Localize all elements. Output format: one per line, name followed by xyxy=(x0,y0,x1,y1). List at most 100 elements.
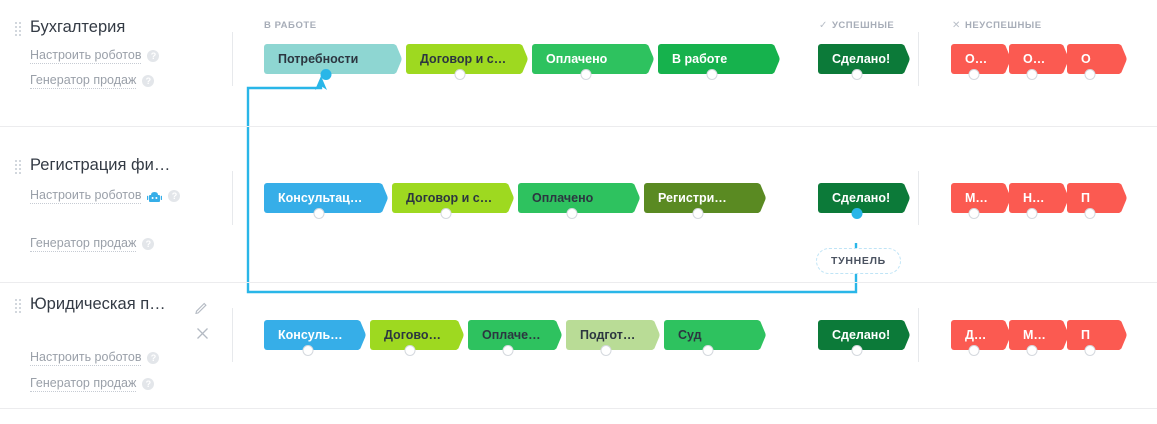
stage-in-work[interactable]: Договор и с… xyxy=(392,183,514,219)
stage-node-dot[interactable] xyxy=(580,69,592,80)
configure-robots-link[interactable]: Настроить роботов? xyxy=(30,188,181,204)
help-icon[interactable]: ? xyxy=(147,352,160,364)
stage-in-work[interactable]: Суд xyxy=(664,320,766,356)
stage-node-dot[interactable] xyxy=(1026,208,1038,219)
stage-arrow xyxy=(646,320,660,350)
sales-generator-label: Генератор продаж xyxy=(30,73,137,89)
sales-generator-link[interactable]: Генератор продаж? xyxy=(30,73,155,89)
stage-node-dot[interactable] xyxy=(566,208,578,219)
edit-pencil-icon[interactable] xyxy=(195,300,209,315)
stage-in-work[interactable]: Договор и с… xyxy=(406,44,528,80)
stage-label: П xyxy=(1081,328,1090,342)
stage-fail[interactable]: О… xyxy=(951,44,1011,80)
help-icon[interactable]: ? xyxy=(142,75,155,87)
stage-node-dot[interactable] xyxy=(404,345,416,356)
stage-label: Д… xyxy=(965,328,987,342)
stage-node-dot[interactable] xyxy=(968,208,980,219)
stage-arrow xyxy=(1055,320,1069,350)
stage-success[interactable]: Сделано! xyxy=(818,44,910,80)
stage-in-work[interactable]: Консуль… xyxy=(264,320,366,356)
stage-fail[interactable]: М… xyxy=(1009,320,1069,356)
stage-fail[interactable]: Н… xyxy=(1009,183,1069,219)
stage-node-dot[interactable] xyxy=(851,208,863,219)
sales-generator-link[interactable]: Генератор продаж? xyxy=(30,236,155,252)
stage-node-dot[interactable] xyxy=(968,69,980,80)
stage-node-dot[interactable] xyxy=(692,208,704,219)
stage-in-work[interactable]: Регистри… xyxy=(644,183,766,219)
row-title[interactable]: Юридическая п… xyxy=(30,295,166,313)
stage-node-dot[interactable] xyxy=(706,69,718,80)
configure-robots-label: Настроить роботов xyxy=(30,350,142,366)
close-icon[interactable] xyxy=(196,327,209,340)
stage-node-dot[interactable] xyxy=(851,69,863,80)
stage-node-dot[interactable] xyxy=(851,345,863,356)
drag-handle-icon[interactable] xyxy=(15,160,22,174)
stage-node-dot[interactable] xyxy=(1084,208,1096,219)
stage-arrow xyxy=(626,183,640,213)
check-icon: ✓ xyxy=(819,20,828,31)
help-icon[interactable]: ? xyxy=(168,190,181,202)
stage-label: Консультац… xyxy=(278,191,363,205)
configure-robots-link[interactable]: Настроить роботов? xyxy=(30,48,160,64)
stage-node-dot[interactable] xyxy=(1026,69,1038,80)
stage-label: О… xyxy=(965,52,988,66)
stage-in-work[interactable]: Оплачено xyxy=(532,44,654,80)
stage-label: М… xyxy=(965,191,988,205)
stage-node-dot[interactable] xyxy=(600,345,612,356)
sales-generator-link[interactable]: Генератор продаж? xyxy=(30,376,155,392)
stage-arrow xyxy=(500,183,514,213)
help-icon[interactable]: ? xyxy=(147,50,160,62)
stage-in-work[interactable]: Оплачено xyxy=(518,183,640,219)
configure-robots-label: Настроить роботов xyxy=(30,188,142,204)
stage-fail[interactable]: О… xyxy=(1009,44,1069,80)
column-separator xyxy=(918,32,919,86)
stage-node-dot[interactable] xyxy=(1026,345,1038,356)
stage-node-dot[interactable] xyxy=(702,345,714,356)
stage-in-work[interactable]: В работе xyxy=(658,44,780,80)
stage-fail[interactable]: П xyxy=(1067,320,1127,356)
configure-robots-link[interactable]: Настроить роботов? xyxy=(30,350,160,366)
stage-label: М… xyxy=(1023,328,1046,342)
stage-arrow xyxy=(374,183,388,213)
stage-label: Догово… xyxy=(384,328,442,342)
stage-node-dot[interactable] xyxy=(968,345,980,356)
stage-in-work[interactable]: Консультац… xyxy=(264,183,388,219)
stage-fail[interactable]: Д… xyxy=(951,320,1011,356)
stage-arrow xyxy=(352,320,366,350)
drag-handle-icon[interactable] xyxy=(15,22,22,36)
column-headers: В РАБОТЕ ✓УСПЕШНЫЕ ✕НЕУСПЕШНЫЕ xyxy=(0,0,1157,34)
stage-label: Оплаче… xyxy=(482,328,541,342)
stage-success[interactable]: Сделано! xyxy=(818,183,910,219)
stage-in-work[interactable]: Оплаче… xyxy=(468,320,562,356)
stage-fail[interactable]: П xyxy=(1067,183,1127,219)
stage-node-dot[interactable] xyxy=(440,208,452,219)
stage-node-dot[interactable] xyxy=(454,69,466,80)
row-divider xyxy=(0,408,1157,409)
stage-node-dot[interactable] xyxy=(302,345,314,356)
help-icon[interactable]: ? xyxy=(142,378,155,390)
stage-label: Оплачено xyxy=(546,52,608,66)
row-title[interactable]: Регистрация фи… xyxy=(30,156,171,174)
stage-fail[interactable]: О xyxy=(1067,44,1127,80)
stage-fail[interactable]: М… xyxy=(951,183,1011,219)
tunnel-label: ТУННЕЛЬ xyxy=(831,255,886,267)
drag-handle-icon[interactable] xyxy=(15,299,22,313)
row-divider xyxy=(0,282,1157,283)
stage-arrow xyxy=(752,320,766,350)
stage-success[interactable]: Сделано! xyxy=(818,320,910,356)
stage-node-dot[interactable] xyxy=(1084,69,1096,80)
robot-icon xyxy=(147,190,163,202)
stage-node-dot[interactable] xyxy=(313,208,325,219)
column-header-success-label: УСПЕШНЫЕ xyxy=(831,20,895,31)
help-icon[interactable]: ? xyxy=(142,238,155,250)
stage-in-work[interactable]: Подгот… xyxy=(566,320,660,356)
row-title[interactable]: Бухгалтерия xyxy=(30,18,126,36)
stage-arrow xyxy=(752,183,766,213)
stage-node-dot[interactable] xyxy=(320,69,332,80)
stage-node-dot[interactable] xyxy=(502,345,514,356)
stage-node-dot[interactable] xyxy=(1084,345,1096,356)
stage-in-work[interactable]: Догово… xyxy=(370,320,464,356)
stage-arrow xyxy=(1113,44,1127,74)
tunnel-badge[interactable]: ТУННЕЛЬ xyxy=(816,248,901,274)
stage-in-work[interactable]: Потребности xyxy=(264,44,402,80)
